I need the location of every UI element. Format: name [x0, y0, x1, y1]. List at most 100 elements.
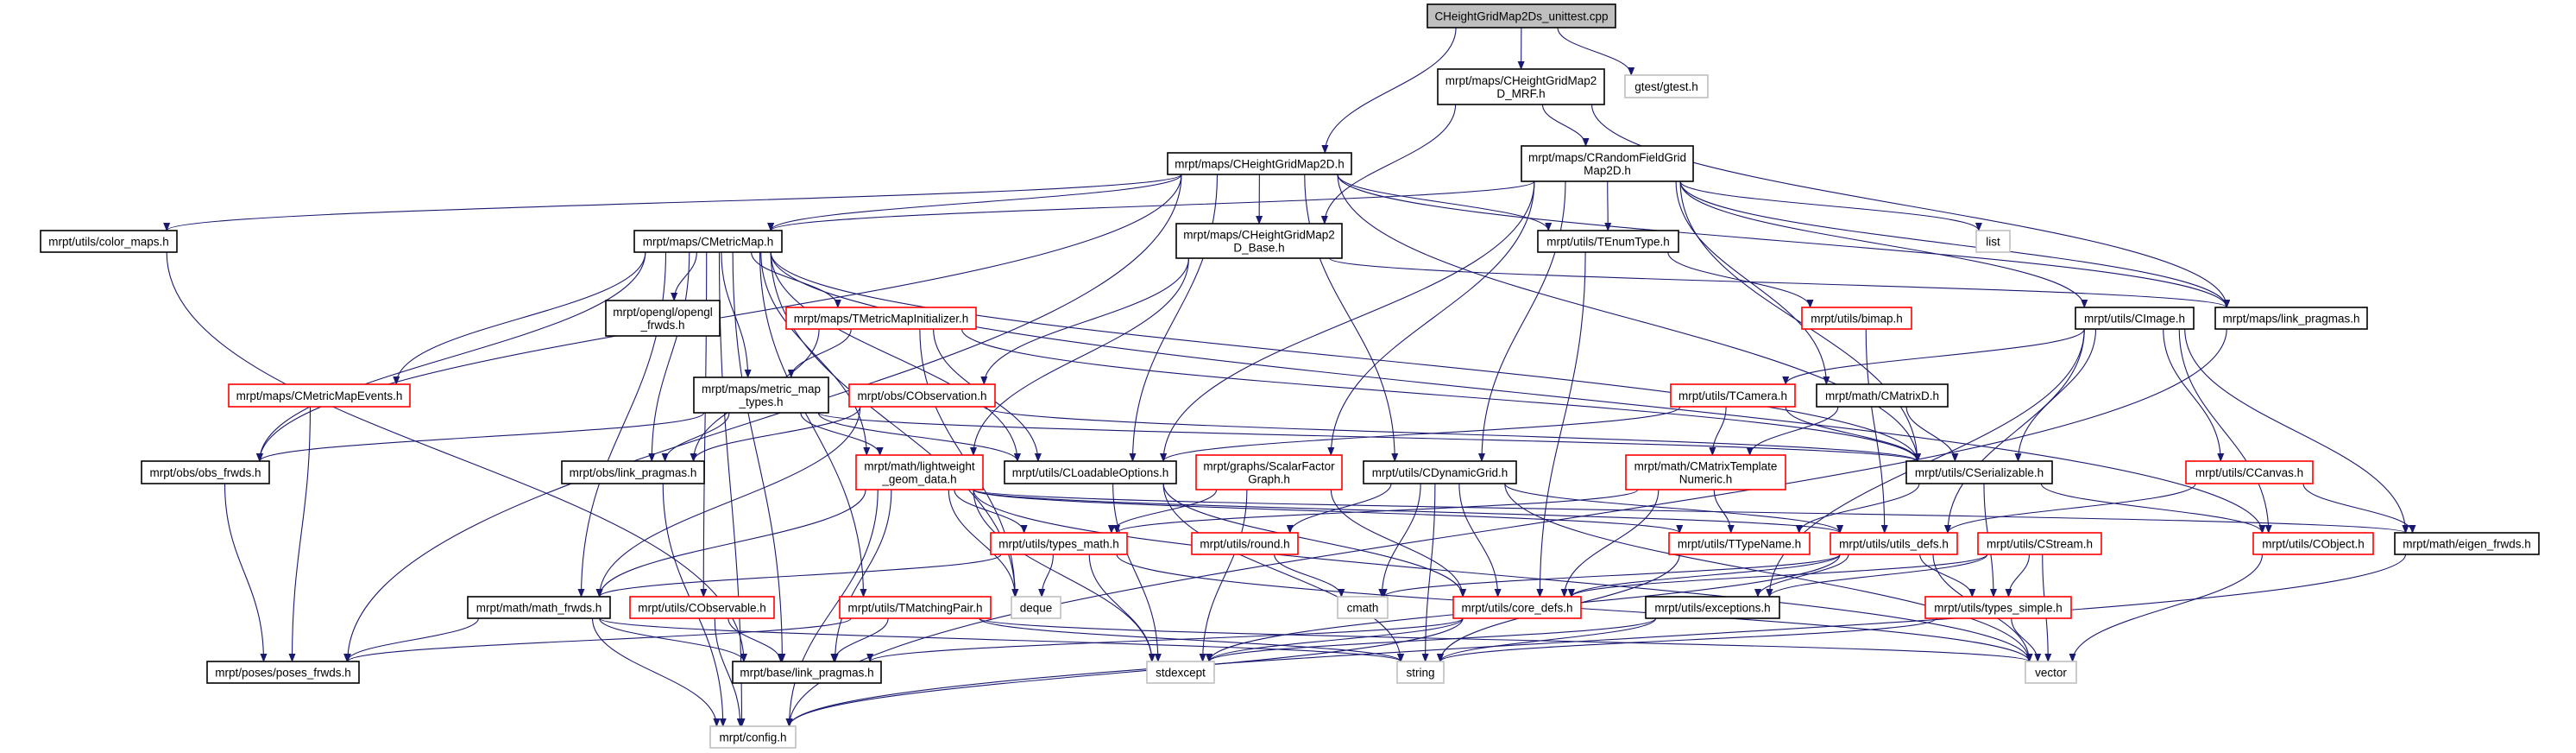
- node-tmmi[interactable]: mrpt/maps/TMetricMapInitializer.h: [785, 307, 977, 330]
- edge-typesmath-to-stdexcept: [1088, 554, 1156, 662]
- node-colormaps[interactable]: mrpt/utils/color_maps.h: [40, 230, 178, 253]
- node-cmatrixd[interactable]: mrpt/math/CMatrixD.h: [1816, 383, 1949, 408]
- edge-cmtn-to-typesmath: [1113, 489, 1639, 534]
- node-box: [848, 383, 996, 408]
- node-box: [561, 460, 705, 484]
- node-box: [633, 230, 783, 253]
- edge-mmt-to-clo: [817, 412, 1021, 462]
- node-box: [206, 661, 360, 684]
- edge-cmetricmap-to-opengl: [671, 251, 697, 301]
- node-box: [1452, 596, 1582, 619]
- edge-cobs-to-cser: [983, 406, 1921, 462]
- edge-cdg-to-cmath: [1378, 483, 1421, 598]
- edge-cimage-to-eigen: [2184, 328, 2409, 534]
- node-label: Map2D.h: [1584, 164, 1631, 177]
- node-exceptions[interactable]: mrpt/utils/exceptions.h: [1645, 596, 1780, 619]
- node-ccanvas[interactable]: mrpt/utils/CCanvas.h: [2185, 460, 2314, 484]
- node-lwg[interactable]: mrpt/math/lightweight_geom_data.h: [855, 454, 984, 490]
- node-box: [1195, 454, 1343, 490]
- node-box: [1537, 230, 1679, 253]
- edge-lwg-to-typesmath: [954, 489, 1028, 534]
- node-gtest[interactable]: gtest/gtest.h: [1624, 74, 1709, 98]
- node-box: [1905, 460, 2053, 484]
- node-cdg[interactable]: mrpt/utils/CDynamicGrid.h: [1363, 460, 1517, 484]
- node-stdexcept[interactable]: stdexcept: [1146, 661, 1215, 684]
- node-coredefs[interactable]: mrpt/utils/core_defs.h: [1452, 596, 1582, 619]
- edge-cmetricmap-to-config: [718, 251, 746, 727]
- node-bimap[interactable]: mrpt/utils/bimap.h: [1801, 307, 1912, 330]
- edge-hgm-to-cdg: [1304, 174, 1399, 462]
- node-ttypename[interactable]: mrpt/utils/TTypeName.h: [1668, 532, 1811, 555]
- node-label: mrpt/utils/CSerializable.h: [1915, 466, 2044, 479]
- node-mrf[interactable]: mrpt/maps/CHeightGridMap2D_MRF.h: [1437, 68, 1605, 105]
- node-label: mrpt/math/math_frwds.h: [476, 602, 602, 615]
- node-tenum[interactable]: mrpt/utils/TEnumType.h: [1537, 230, 1679, 253]
- edge-lwg-to-ttypename: [973, 489, 1683, 534]
- edge-cmatrixd-to-cser: [1905, 406, 1959, 462]
- node-label: CHeightGridMap2Ds_unittest.cpp: [1434, 10, 1608, 23]
- edge-exceptions-to-string: [1437, 617, 1657, 662]
- edge-rfg-to-cser: [1679, 180, 1921, 462]
- node-obslp[interactable]: mrpt/obs/link_pragmas.h: [561, 460, 705, 484]
- node-round[interactable]: mrpt/utils/round.h: [1191, 532, 1299, 555]
- node-string[interactable]: string: [1396, 661, 1445, 684]
- node-opengl[interactable]: mrpt/opengl/opengl_frwds.h: [605, 300, 721, 337]
- node-mathfrwds[interactable]: mrpt/math/math_frwds.h: [467, 596, 611, 619]
- node-mmt[interactable]: mrpt/maps/metric_map_types.h: [693, 376, 829, 414]
- node-typesmath[interactable]: mrpt/utils/types_math.h: [990, 532, 1128, 555]
- edge-lwg-to-stdexcept: [973, 489, 1156, 662]
- node-config[interactable]: mrpt/config.h: [709, 725, 797, 749]
- edge-utilsdefs-to-exceptions: [1754, 554, 1849, 598]
- edge-cmtn-to-coredefs: [1560, 489, 1660, 598]
- node-cobject[interactable]: mrpt/utils/CObject.h: [2252, 532, 2374, 555]
- node-base[interactable]: mrpt/maps/CHeightGridMap2D_Base.h: [1175, 223, 1343, 259]
- node-box: [1670, 383, 1796, 408]
- node-baselp[interactable]: mrpt/base/link_pragmas.h: [732, 661, 882, 684]
- node-cobs[interactable]: mrpt/obs/CObservation.h: [848, 383, 996, 408]
- node-label: mrpt/utils/round.h: [1200, 538, 1289, 551]
- edge-top-to-hgm: [1321, 27, 1457, 154]
- node-utilsdefs[interactable]: mrpt/utils/utils_defs.h: [1830, 532, 1958, 555]
- node-typessimple[interactable]: mrpt/utils/types_simple.h: [1924, 596, 2072, 619]
- node-vector[interactable]: vector: [2025, 661, 2077, 684]
- node-box: [1975, 230, 2011, 253]
- edge-lwg-to-mathfrwds: [595, 489, 866, 598]
- node-eigen[interactable]: mrpt/math/eigen_frwds.h: [2394, 532, 2540, 555]
- node-obsfrwds[interactable]: mrpt/obs/obs_frwds.h: [141, 460, 270, 484]
- node-box: [1645, 596, 1780, 619]
- node-cmetricmap[interactable]: mrpt/maps/CMetricMap.h: [633, 230, 783, 253]
- node-label: mrpt/opengl/opengl: [613, 306, 713, 319]
- node-box: [1191, 532, 1299, 555]
- edge-cobs-to-obslp: [690, 406, 861, 462]
- node-cmath[interactable]: cmath: [1337, 596, 1389, 619]
- node-tmp[interactable]: mrpt/utils/TMatchingPair.h: [839, 596, 992, 619]
- node-cobservable[interactable]: mrpt/utils/CObservable.h: [629, 596, 775, 619]
- node-deque[interactable]: deque: [1011, 596, 1061, 619]
- edge-typesmath-to-deque: [1038, 554, 1054, 598]
- node-label: mrpt/maps/metric_map: [702, 383, 821, 395]
- node-cser[interactable]: mrpt/utils/CSerializable.h: [1905, 460, 2053, 484]
- node-hgm[interactable]: mrpt/maps/CHeightGridMap2D.h: [1167, 152, 1352, 175]
- node-tcamera[interactable]: mrpt/utils/TCamera.h: [1670, 383, 1796, 408]
- node-top: CHeightGridMap2Ds_unittest.cpp: [1427, 3, 1616, 28]
- edge-mmt-to-obslp: [661, 412, 730, 462]
- node-cmme[interactable]: mrpt/maps/CMetricMapEvents.h: [228, 383, 411, 408]
- node-label: mrpt/utils/core_defs.h: [1461, 602, 1572, 615]
- edge-cser-to-ttypename: [1795, 483, 1920, 534]
- node-label: mrpt/utils/types_simple.h: [1934, 602, 2063, 615]
- edge-coredefs-to-stdexcept: [1206, 617, 1464, 662]
- node-mapslp[interactable]: mrpt/maps/link_pragmas.h: [2214, 307, 2368, 330]
- node-cstream[interactable]: mrpt/utils/CStream.h: [1977, 532, 2102, 555]
- node-box: [990, 532, 1128, 555]
- edge-hgm-to-posesfrwds: [343, 174, 1182, 662]
- node-label: mrpt/utils/TEnumType.h: [1546, 236, 1670, 249]
- node-clo[interactable]: mrpt/utils/CLoadableOptions.h: [1004, 460, 1177, 484]
- edge-clo-to-coredefs: [1162, 483, 1467, 598]
- node-cimage[interactable]: mrpt/utils/CImage.h: [2075, 307, 2195, 330]
- node-posesfrwds[interactable]: mrpt/poses/poses_frwds.h: [206, 661, 360, 684]
- node-list[interactable]: list: [1975, 230, 2011, 253]
